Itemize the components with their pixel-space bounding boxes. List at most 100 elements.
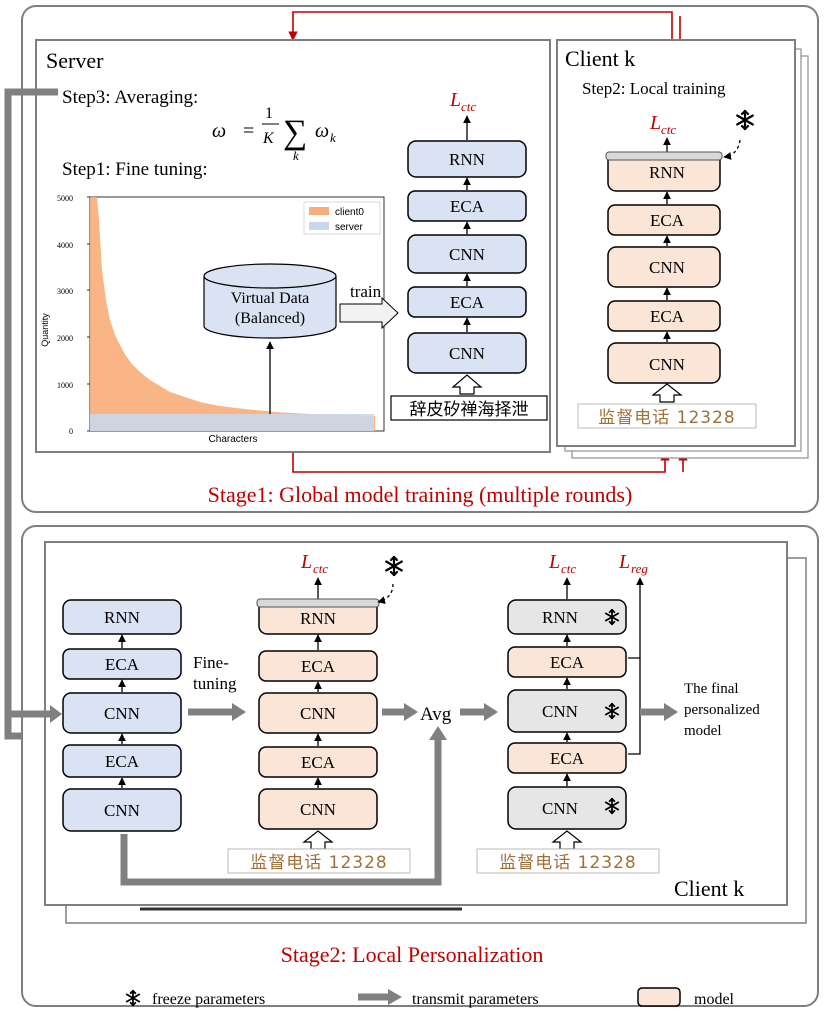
- chart-xlabel: Characters: [209, 434, 258, 445]
- stage2-title: Stage2: Local Personalization: [281, 942, 544, 967]
- svg-text:ctc: ctc: [661, 122, 676, 137]
- legend: freeze parameters transmit parameters mo…: [125, 987, 735, 1008]
- svg-text:reg: reg: [631, 561, 648, 576]
- stage1-title: Stage1: Global model training (multiple …: [208, 482, 633, 507]
- svg-text:0: 0: [69, 427, 73, 436]
- svg-text:ECA: ECA: [650, 307, 685, 326]
- svg-text:监督电话 12328: 监督电话 12328: [598, 408, 735, 428]
- svg-text:∑: ∑: [283, 114, 307, 151]
- svg-text:1: 1: [265, 105, 273, 122]
- svg-text:=: =: [243, 120, 254, 142]
- final-model-label: The final personalized model: [684, 681, 760, 739]
- legend-transmit: transmit parameters: [358, 989, 539, 1008]
- distribution-chart: 5000 4000 3000 2000 1000 0 Quantity Char…: [40, 194, 385, 445]
- svg-text:ctc: ctc: [461, 99, 476, 114]
- col1-to-avg-arrow: [120, 738, 442, 886]
- server-arrow-head: [50, 705, 62, 723]
- svg-text:L: L: [548, 551, 560, 573]
- svg-text:CNN: CNN: [649, 355, 685, 374]
- virtual-data-cylinder: Virtual Data (Balanced): [203, 263, 337, 339]
- client-freeze-icon: [723, 109, 754, 160]
- svg-text:ω: ω: [315, 120, 329, 142]
- svg-text:CNN: CNN: [542, 702, 578, 721]
- svg-text:ECA: ECA: [550, 749, 585, 768]
- svg-text:ECA: ECA: [450, 197, 485, 216]
- svg-text:RNN: RNN: [300, 609, 336, 628]
- legend-model: model: [637, 987, 735, 1008]
- svg-text:model: model: [694, 991, 735, 1008]
- svg-text:The final: The final: [684, 681, 739, 697]
- svg-text:L: L: [649, 112, 661, 134]
- svg-text:L: L: [300, 551, 312, 573]
- svg-text:CNN: CNN: [649, 258, 685, 277]
- train-arrow: [339, 296, 399, 330]
- svg-text:K: K: [262, 130, 275, 147]
- svg-text:L: L: [618, 551, 630, 573]
- chart-legend: client0 server: [303, 201, 381, 235]
- stage2-col1-model: RNN ECA CNN ECA CNN: [62, 599, 182, 832]
- client-title: Client k: [565, 46, 635, 71]
- chart-ylabel: Quantity: [40, 313, 50, 347]
- averaging-formula: ω = 1 K ∑ k ω k: [212, 105, 336, 163]
- client-panel: [556, 39, 796, 447]
- svg-text:tuning: tuning: [193, 674, 237, 693]
- avg-label: Avg: [420, 704, 452, 725]
- svg-text:personalized: personalized: [684, 702, 760, 718]
- col3-sample-image: 监督电话 12328: [476, 848, 660, 874]
- stage1-loop-arrows: [288, 11, 688, 473]
- svg-text:ECA: ECA: [301, 753, 336, 772]
- svg-text:RNN: RNN: [542, 608, 578, 627]
- svg-text:Fine-: Fine-: [193, 653, 229, 672]
- server-title: Server: [46, 48, 104, 73]
- server-sample-image: 辞皮矽禅海择泄: [390, 395, 548, 421]
- svg-text:(Balanced): (Balanced): [235, 310, 305, 327]
- svg-text:CNN: CNN: [449, 245, 485, 264]
- svg-text:监督电话 12328: 监督电话 12328: [499, 853, 636, 873]
- svg-text:model: model: [684, 723, 722, 739]
- col2-freeze-icon: [377, 555, 403, 604]
- svg-text:CNN: CNN: [104, 801, 140, 820]
- svg-text:k: k: [293, 148, 299, 163]
- svg-text:CNN: CNN: [449, 344, 485, 363]
- stage2-col2-model: L ctc RNN ECA CNN ECA CNN: [256, 551, 380, 850]
- svg-text:RNN: RNN: [104, 608, 140, 627]
- col2-sample-image: 监督电话 12328: [227, 848, 411, 874]
- svg-text:ECA: ECA: [550, 653, 585, 672]
- finetuning-label: Fine- tuning: [193, 653, 237, 693]
- svg-text:ECA: ECA: [450, 293, 485, 312]
- svg-text:ECA: ECA: [301, 657, 336, 676]
- svg-text:1000: 1000: [57, 381, 73, 390]
- svg-text:监督电话 12328: 监督电话 12328: [250, 853, 387, 873]
- svg-text:3000: 3000: [57, 287, 73, 296]
- server-area: [90, 414, 374, 431]
- stage2-client-label: Client k: [674, 876, 744, 901]
- svg-text:RNN: RNN: [649, 163, 685, 182]
- client-sample-image: 监督电话 12328: [577, 403, 757, 429]
- svg-text:2000: 2000: [57, 334, 73, 343]
- svg-text:CNN: CNN: [104, 704, 140, 723]
- client-model: L ctc RNN ECA CNN ECA CNN: [605, 112, 723, 403]
- svg-text:ctc: ctc: [561, 561, 576, 576]
- svg-text:辞皮矽禅海择泄: 辞皮矽禅海择泄: [410, 400, 529, 420]
- chart-y-ticks: 5000 4000 3000 2000 1000 0: [57, 194, 73, 436]
- client0-area: [90, 197, 375, 431]
- svg-text:client0: client0: [335, 207, 364, 218]
- svg-text:CNN: CNN: [300, 800, 336, 819]
- svg-text:ECA: ECA: [650, 211, 685, 230]
- svg-text:freeze parameters: freeze parameters: [152, 991, 265, 1008]
- step1-label: Step1: Fine tuning:: [62, 159, 208, 180]
- svg-text:transmit parameters: transmit parameters: [412, 991, 539, 1008]
- svg-text:k: k: [330, 130, 336, 145]
- svg-text:CNN: CNN: [542, 799, 578, 818]
- stage2-col3-model: L ctc L reg RNN ECA CNN ECA CNN: [507, 551, 648, 850]
- train-label: train: [350, 282, 382, 301]
- svg-text:ECA: ECA: [105, 655, 140, 674]
- svg-text:ω: ω: [212, 120, 226, 142]
- step3-label: Step3: Averaging:: [62, 87, 198, 108]
- server-model: L ctc RNN ECA CNN ECA CNN: [407, 89, 527, 395]
- svg-text:Virtual Data: Virtual Data: [231, 290, 310, 307]
- svg-text:L: L: [449, 89, 461, 111]
- svg-text:server: server: [335, 222, 363, 233]
- legend-freeze: freeze parameters: [125, 989, 265, 1008]
